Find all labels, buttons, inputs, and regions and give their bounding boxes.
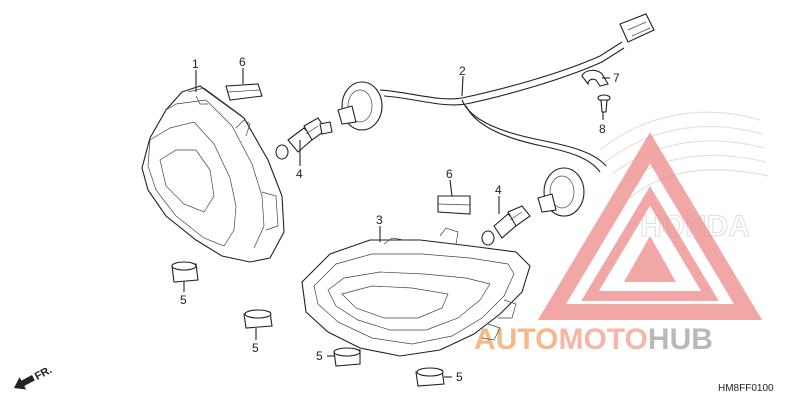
grommet-1 [171,261,199,283]
rubber-cap-left [225,83,263,101]
callout-rubber-cap-left: 6 [239,55,246,69]
callout-screw: 8 [599,122,606,136]
callout-labels: 1 6 2 3 4 4 6 7 8 5 5 5 5 [180,55,620,384]
watermark-moto: MOTO [558,323,647,356]
callout-bulb-right: 4 [495,183,502,197]
watermark-auto: AUTO [474,323,558,356]
bulb-left [275,117,333,160]
drawing-code: HM8FF0100 [718,383,774,394]
wire-clamp [581,69,609,87]
direction-arrow-icon [14,375,35,390]
headlight-right [301,227,531,357]
callout-grommet-1: 5 [180,293,187,307]
callout-headlight-right: 3 [376,213,383,227]
callout-grommet-2: 5 [252,341,259,355]
direction-label: FR. [33,364,54,383]
rubber-cap-right [437,195,471,215]
watermark-text-line: AUTOMOTOHUB [474,323,713,356]
grommet-2 [243,309,273,329]
front-direction-indicator: FR. [14,364,54,390]
grommet-4 [415,367,445,387]
screw [597,94,611,113]
callout-harness: 2 [459,64,466,78]
headlight-left [141,85,285,263]
leader-lines [183,68,610,378]
watermark-triangle-icon [537,132,763,320]
callout-rubber-cap-right: 6 [446,167,453,181]
wire-harness [337,13,655,217]
callout-bulb-left: 4 [296,167,303,181]
callout-clamp: 7 [613,71,620,85]
watermark-hub: HUB [648,323,713,356]
grommet-3 [333,347,361,367]
watermark: HONDA AUTOMOTOHUB [474,111,769,356]
bulb-right [481,205,531,246]
callout-headlight-left: 1 [192,57,199,71]
callout-grommet-4: 5 [456,370,463,384]
callout-grommet-3: 5 [316,349,323,363]
